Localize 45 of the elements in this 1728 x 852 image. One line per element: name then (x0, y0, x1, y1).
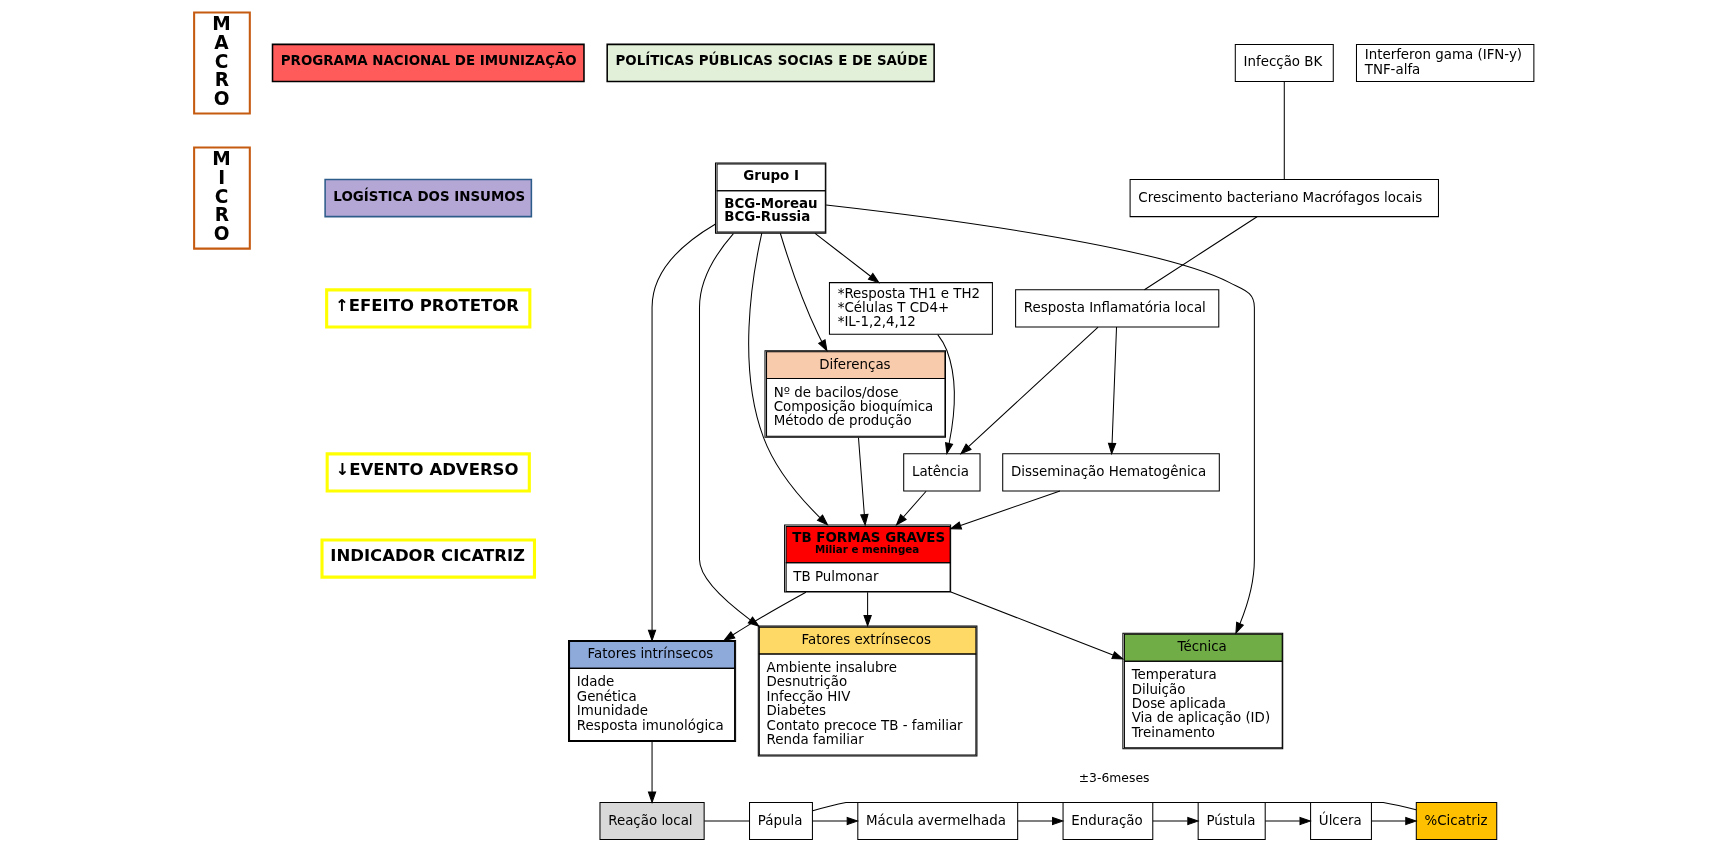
node-box: PROGRAMA NACIONAL DE IMUNIZAÇÃO (271, 43, 585, 83)
node-box: LOGÍSTICA DOS INSUMOS (324, 178, 533, 218)
connector (703, 820, 750, 822)
arrow (812, 816, 860, 826)
arrow (857, 437, 869, 527)
node-box: ↓EVENTO ADVERSO (325, 452, 531, 493)
node-box: Interferon gama (IFN-y) TNF-alfa (1355, 43, 1535, 83)
arrow (1264, 816, 1312, 826)
node-box: M A C R O (193, 11, 251, 115)
arrow (1371, 816, 1418, 826)
arrow (722, 591, 807, 642)
arrow (863, 591, 872, 628)
connector (1283, 81, 1285, 180)
arrow (895, 490, 927, 526)
arrow (647, 741, 657, 804)
arrow (779, 232, 828, 352)
node-box: %Cicatriz (1415, 801, 1498, 841)
node-box: Enduração (1062, 801, 1154, 841)
node-box: Infecção BK (1234, 43, 1334, 83)
node-box: ↑EFEITO PROTETOR (325, 288, 532, 329)
node-box: Pústula (1197, 801, 1266, 841)
node-box: *Resposta TH1 e TH2 *Células T CD4+ *IL-1,2,4,12 (828, 282, 993, 335)
arrow (699, 233, 761, 627)
node-box: Reação local (599, 801, 705, 841)
arrow (1017, 816, 1065, 826)
arrow (814, 232, 881, 284)
node-box: Mácula avermelhada (857, 801, 1019, 841)
arrow (1107, 326, 1118, 456)
arrow (647, 223, 716, 642)
arrow (748, 232, 829, 526)
node-box: INDICADOR CICATRIZ (320, 538, 537, 579)
arrow (959, 326, 1099, 455)
node-box: Resposta Inflamatória local (1015, 289, 1220, 328)
node-box: Pápula (749, 801, 813, 841)
node-box: Crescimento bacteriano Macrófagos locais (1129, 179, 1439, 218)
connector (1143, 216, 1258, 291)
node-box: Latência (903, 453, 981, 492)
node-box: M I C R O (193, 146, 251, 250)
node-box: Disseminação Hematogênica (1002, 453, 1220, 492)
node-box: Úlcera (1310, 801, 1372, 841)
arrow (1152, 816, 1200, 826)
edge-label: ±3-6meses (1078, 771, 1150, 786)
arrow (949, 490, 1061, 530)
arrow (950, 591, 1125, 660)
node-box: POLÍTICAS PÚBLICAS SOCIAS E DE SAÚDE (606, 43, 935, 83)
